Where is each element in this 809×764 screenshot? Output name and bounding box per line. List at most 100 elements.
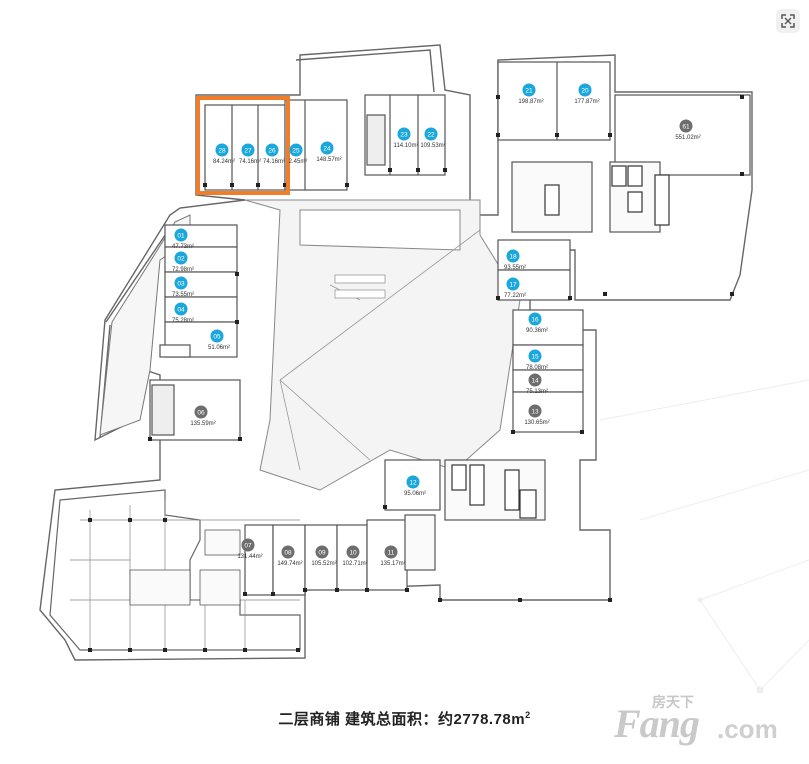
atrium-lines <box>279 229 481 471</box>
unit-area: 177.87m² <box>574 99 599 105</box>
unit-15: 15 78.08m² <box>526 349 548 371</box>
unit-badge-circle <box>506 249 520 263</box>
unit-number: 02 <box>177 256 185 263</box>
unit-area: 102.71m² <box>342 561 367 567</box>
unit-28: 28 84.24m² <box>213 143 235 165</box>
unit-03: 03 73.55m² <box>172 276 194 298</box>
watermark-cn: 房天下 <box>652 694 694 710</box>
unit-badge-circle <box>528 373 542 387</box>
unit-number: 09 <box>318 550 326 557</box>
unit-number: 10 <box>349 550 357 557</box>
unit-number: 03 <box>177 281 185 288</box>
unit-badge-circle <box>194 405 208 419</box>
unit-badge-circle <box>522 83 536 97</box>
unit-badge-circle <box>174 276 188 290</box>
fang-watermark: Fang 房天下 .com <box>614 692 804 752</box>
unit-12: 12 95.06m² <box>404 475 426 497</box>
watermark-com: .com <box>717 714 778 744</box>
unit-number: 11 <box>388 550 395 557</box>
unit-area: 114.10m² <box>394 143 419 149</box>
caption-text: 二层商铺 建筑总面积：约2778.78m <box>278 711 526 728</box>
bottom-left-hall <box>49 489 301 651</box>
unit-area: 77.22m² <box>504 293 526 299</box>
unit-badge-circle <box>528 404 542 418</box>
unit-badge-circle <box>174 302 188 316</box>
unit-number: 12 <box>409 480 417 487</box>
unit-04: 04 75.28m² <box>172 302 194 324</box>
structural-columns <box>88 95 744 652</box>
unit-area: 78.08m² <box>526 365 548 371</box>
unit-badge-circle <box>424 127 438 141</box>
watermark-en: Fang <box>614 701 700 746</box>
unit-area: 73.55m² <box>172 292 194 298</box>
unit-badge-circle <box>281 545 295 559</box>
unit-number: 22 <box>427 132 435 139</box>
unit-area: 551.02m² <box>675 135 700 141</box>
unit-number: 18 <box>509 254 517 261</box>
unit-number: 13 <box>531 409 539 416</box>
unit-number: 21 <box>525 88 533 95</box>
unit-badge-circle <box>528 312 542 326</box>
unit-area: 90.36m² <box>526 328 548 334</box>
unit-badge-circle <box>241 538 255 552</box>
atrium <box>244 199 521 491</box>
unit-area: 47.73m² <box>172 244 194 250</box>
unit-area: 51.06m² <box>208 345 230 351</box>
caption-sup: 2 <box>525 710 531 720</box>
unit-badge-circle <box>397 127 411 141</box>
unit-area: 75.13m² <box>526 389 548 395</box>
unit-badge-circle <box>406 475 420 489</box>
top-right-shops <box>497 61 751 233</box>
unit-10: 10 102.71m² <box>342 545 368 567</box>
unit-area: 74.16m² <box>239 159 261 165</box>
unit-badge-circle <box>320 141 334 155</box>
background-lines <box>599 379 809 694</box>
unit-06: 06 135.59m² <box>190 405 216 427</box>
highlight-box <box>196 96 290 195</box>
unit-badges: 2884.24m²2774.16m²2674.16m²252.45m²24148… <box>172 83 701 567</box>
unit-25: 252.45m² <box>289 143 307 165</box>
unit-badge-circle <box>528 349 542 363</box>
unit-area: 75.28m² <box>172 318 194 324</box>
unit-badge-circle <box>241 143 255 157</box>
unit-area: 95.06m² <box>404 491 426 497</box>
unit-number: 01 <box>177 233 185 240</box>
unit-number: 05 <box>213 334 221 341</box>
unit-number: 07 <box>244 543 252 550</box>
unit-11: 11 135.17m² <box>380 545 406 567</box>
expand-button[interactable] <box>776 9 800 33</box>
unit-area: 135.17m² <box>380 561 405 567</box>
expand-icon <box>781 14 795 28</box>
unit-area: 198.87m² <box>518 99 543 105</box>
unit-area: 148.57m² <box>316 157 341 163</box>
unit-number: 06 <box>197 410 205 417</box>
unit-area: 72.98m² <box>172 267 194 273</box>
unit-badge-circle <box>174 228 188 242</box>
unit-number: 15 <box>531 354 539 361</box>
unit-badge-circle <box>315 545 329 559</box>
unit-area: 74.16m² <box>263 159 285 165</box>
unit-number: 25 <box>292 148 300 155</box>
unit-number: 14 <box>531 378 539 385</box>
unit-badge-circle <box>679 119 693 133</box>
unit-21: 21 198.87m² <box>518 83 544 105</box>
unit-badge-circle <box>578 83 592 97</box>
unit-badge-circle <box>384 545 398 559</box>
unit-number: 27 <box>244 148 252 155</box>
unit-badge-circle <box>289 143 303 157</box>
unit-number: 04 <box>177 307 185 314</box>
right-column-shops <box>497 239 584 433</box>
unit-area: 84.24m² <box>213 159 235 165</box>
unit-02: 02 72.98m² <box>172 251 194 273</box>
unit-number: 28 <box>218 148 226 155</box>
unit-area: 135.59m² <box>190 421 215 427</box>
